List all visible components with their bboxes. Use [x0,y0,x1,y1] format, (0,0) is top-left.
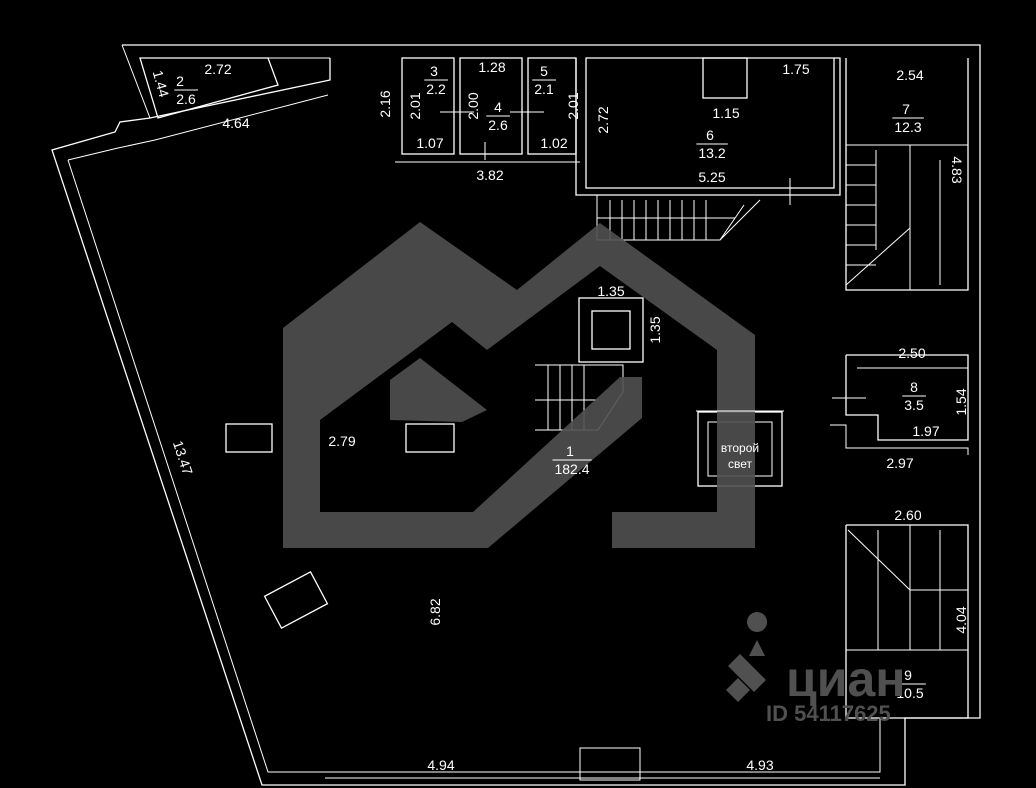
dim-room8-height: 1.54 [953,388,969,415]
cian-watermark: циан ID 54117625 [726,612,905,726]
room-6 [575,57,841,205]
dim-corridor-width: 2.97 [886,455,913,471]
dim-wc-block-width: 3.82 [476,167,503,183]
dim-room9-width: 2.60 [894,507,921,523]
dim-opening-width: 1.35 [597,283,624,299]
room-4-area: 2.6 [488,117,508,133]
dim-room2-top: 2.72 [204,61,231,77]
bottom-windows [325,747,880,781]
room-6-area: 13.2 [698,145,725,161]
labels: 2 2.6 2.72 1.44 4.64 2.16 3 2.2 2.01 1.0… [150,59,969,773]
second-light-line2: свет [728,457,753,471]
room-5-area: 2.1 [534,81,554,97]
dim-bottom-right: 4.93 [746,757,773,773]
room-3-area: 2.2 [426,81,446,97]
room-9-number: 9 [904,667,912,683]
dim-room6-width: 5.25 [698,169,725,185]
room-1-number: 1 [566,443,574,459]
dim-room8-bottom: 1.97 [912,423,939,439]
dim-room7-width: 2.54 [896,67,923,83]
cian-logo-icon [726,654,766,702]
room-2-number: 2 [176,73,184,89]
room-7-number: 7 [902,101,910,117]
room-8-number: 8 [910,379,918,395]
upper-stair [596,195,761,241]
room-8 [830,354,969,455]
dim-room5-width: 1.02 [540,135,567,151]
dim-room8-top: 2.50 [898,345,925,361]
dim-room4-top: 1.28 [478,59,505,75]
room-5-number: 5 [540,63,548,79]
dim-bottom-left: 4.94 [427,757,454,773]
dim-room6-height: 2.72 [595,106,611,133]
dim-center-depth: 6.82 [427,598,443,625]
room-8-area: 3.5 [904,397,924,413]
dim-room2-side: 1.44 [150,69,173,100]
room-1-area: 182.4 [554,461,589,477]
dim-hall-mid: 2.79 [328,433,355,449]
dim-room6-inner: 1.15 [712,105,739,121]
room-2-area: 2.6 [176,91,196,107]
dim-room4-height: 2.00 [465,92,481,119]
dim-room3-width: 1.07 [416,135,443,151]
dim-left-wall: 13.47 [170,439,196,477]
room-9 [845,524,969,719]
dim-room6-corner: 1.75 [782,61,809,77]
dim-room5-height: 2.01 [565,92,581,119]
dim-room2-bottom: 4.64 [222,115,249,131]
room-3-number: 3 [430,63,438,79]
dim-room9-height: 4.04 [953,606,969,633]
room-7-area: 12.3 [894,119,921,135]
dim-room3-height: 2.01 [407,92,423,119]
watermark-logo [283,222,755,548]
dim-opening-height: 1.35 [647,316,663,343]
dim-room7-height: 4.83 [949,156,965,183]
dim-wc-height: 2.16 [377,90,393,117]
second-light-line1: второй [721,441,759,455]
columns [225,423,455,629]
room-2 [139,57,279,119]
cian-brand: циан [786,651,905,707]
location-pin-icon [747,612,768,656]
room-6-number: 6 [706,127,714,143]
room-4-number: 4 [494,99,502,115]
listing-id: ID 54117625 [766,701,891,726]
room-7 [845,58,969,291]
room-9-area: 10.5 [896,685,923,701]
